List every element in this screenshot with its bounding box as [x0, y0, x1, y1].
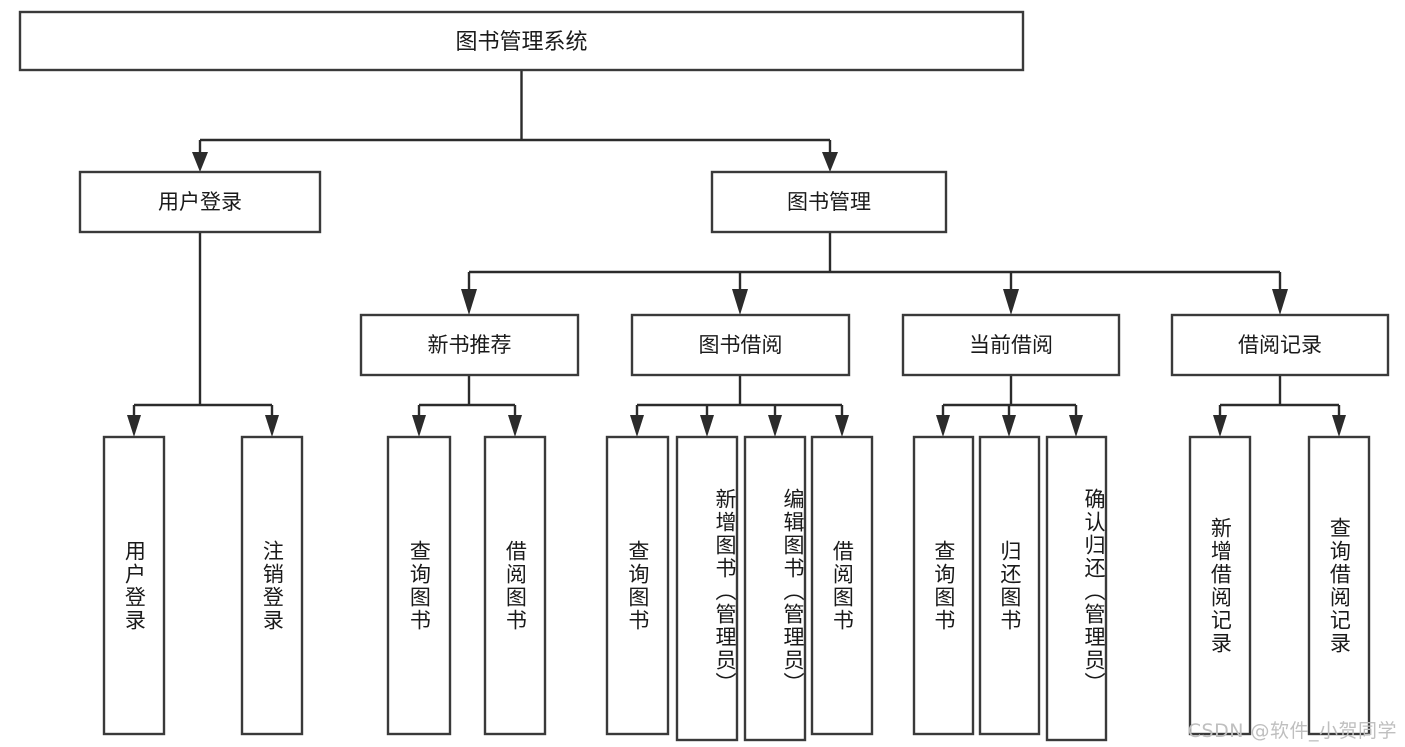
arrow-head-leaf-query-book-1: [412, 415, 426, 437]
node-new-book-recommend-label: 新书推荐: [428, 333, 512, 357]
arrow-head-book-manage: [822, 152, 838, 172]
node-root[interactable]: 图书管理系统: [18, 10, 1025, 72]
arrow-head-current-borrow: [1003, 289, 1019, 315]
arrow-head-leaf-borrow-book-1: [508, 415, 522, 437]
leaf-query-record-box[interactable]: [1307, 435, 1371, 736]
node-current-borrow[interactable]: 当前借阅: [901, 313, 1121, 377]
node-book-borrow-box[interactable]: [630, 313, 851, 377]
arrow-head-book-borrow: [732, 289, 748, 315]
leaf-user-login-box[interactable]: [102, 435, 166, 736]
arrow-head-leaf-user-logout: [265, 415, 279, 437]
leaf-borrow-book-1-box[interactable]: [483, 435, 547, 736]
node-book-manage-box[interactable]: [710, 170, 948, 234]
node-root-label: 图书管理系统: [455, 30, 587, 55]
node-borrow-record-box[interactable]: [1170, 313, 1390, 377]
arrow-head-user-login: [192, 152, 208, 172]
arrow-head-new-book-recommend: [461, 289, 477, 315]
leaf-add-record-box[interactable]: [1188, 435, 1252, 736]
leaf-borrow-book-2-box[interactable]: [810, 435, 874, 736]
node-new-book-recommend-box[interactable]: [359, 313, 580, 377]
leaf-confirm-return-box[interactable]: [1045, 435, 1108, 742]
node-book-manage[interactable]: 图书管理: [710, 170, 948, 234]
leaf-user-logout-box[interactable]: [240, 435, 304, 736]
arrow-head-leaf-query-book-3: [936, 415, 950, 437]
leaf-query-book-3-box[interactable]: [912, 435, 975, 736]
node-current-borrow-label: 当前借阅: [969, 333, 1053, 357]
arrow-head-leaf-borrow-book-2: [835, 415, 849, 437]
csdn-watermark: CSDN @软件_小贺同学: [1187, 720, 1397, 742]
node-borrow-record-label: 借阅记录: [1238, 333, 1322, 357]
leaf-return-book-box[interactable]: [978, 435, 1041, 736]
node-book-manage-label: 图书管理: [787, 190, 871, 214]
node-user-login[interactable]: 用户登录: [78, 170, 322, 234]
arrow-head-leaf-query-record: [1332, 415, 1346, 437]
leaf-box-layer: [102, 435, 1371, 742]
leaf-query-book-1-box[interactable]: [386, 435, 452, 736]
arrow-head-leaf-add-book: [700, 415, 714, 437]
connector-layer: [127, 70, 1346, 437]
arrow-head-leaf-return-book: [1002, 415, 1016, 437]
arrow-head-borrow-record: [1272, 289, 1288, 315]
arrow-head-leaf-user-login: [127, 415, 141, 437]
node-book-borrow-label: 图书借阅: [699, 333, 783, 357]
leaf-edit-book-box[interactable]: [743, 435, 807, 742]
leaf-add-book-box[interactable]: [675, 435, 739, 742]
arrow-head-leaf-add-record: [1213, 415, 1227, 437]
node-user-login-label: 用户登录: [158, 190, 242, 214]
arrow-head-leaf-confirm-return: [1069, 415, 1083, 437]
arrow-head-leaf-query-book-2: [630, 415, 644, 437]
node-book-borrow[interactable]: 图书借阅: [630, 313, 851, 377]
arrow-head-leaf-edit-book: [768, 415, 782, 437]
node-current-borrow-box[interactable]: [901, 313, 1121, 377]
node-borrow-record[interactable]: 借阅记录: [1170, 313, 1390, 377]
leaf-query-book-2-box[interactable]: [605, 435, 670, 736]
node-user-login-box[interactable]: [78, 170, 322, 234]
node-new-book-recommend[interactable]: 新书推荐: [359, 313, 580, 377]
node-root-box[interactable]: [18, 10, 1025, 72]
